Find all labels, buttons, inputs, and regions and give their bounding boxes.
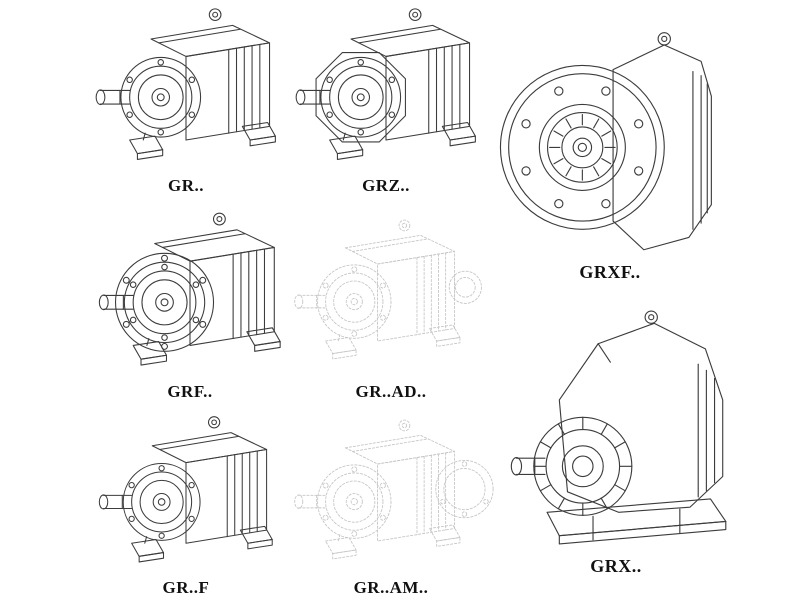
gr-model-label: GR.. (168, 176, 204, 195)
grz-gearbox-drawing (288, 4, 484, 174)
gr-f-model-label: GR..F (162, 578, 210, 597)
catalog-cell-gr-am: GR..AM.. (288, 412, 494, 598)
catalog-cell-grx: GRX.. (496, 302, 736, 577)
catalog-cell-grxf: GRXF.. (492, 2, 728, 283)
catalog-cell-gr-ad: GR..AD.. (288, 208, 494, 402)
gr-f-gearbox-drawing (98, 416, 273, 563)
catalog-cell-grz: GRZ.. (288, 4, 484, 196)
gr-gearbox-drawing (95, 8, 276, 160)
gr-ad-model-label: GR..AD.. (355, 382, 427, 401)
grxf-model-label: GRXF.. (579, 262, 641, 282)
grx-gearbox-drawing (510, 310, 727, 545)
catalog-cell-gr-f: GR..F (88, 412, 284, 598)
catalog-cell-grf: GRF.. (92, 208, 288, 402)
gr-am-model-label: GR..AM.. (353, 578, 429, 597)
catalog-cell-gr: GR.. (88, 4, 284, 196)
gr-am-gearbox-drawing (288, 412, 494, 576)
grf-gearbox-drawing (92, 208, 288, 380)
grx-model-label: GRX.. (590, 556, 642, 576)
grxf-gearbox-drawing (499, 32, 712, 251)
grz-model-label: GRZ.. (362, 176, 410, 195)
gr-ad-gearbox-drawing (288, 208, 494, 380)
grf-model-label: GRF.. (167, 382, 213, 401)
